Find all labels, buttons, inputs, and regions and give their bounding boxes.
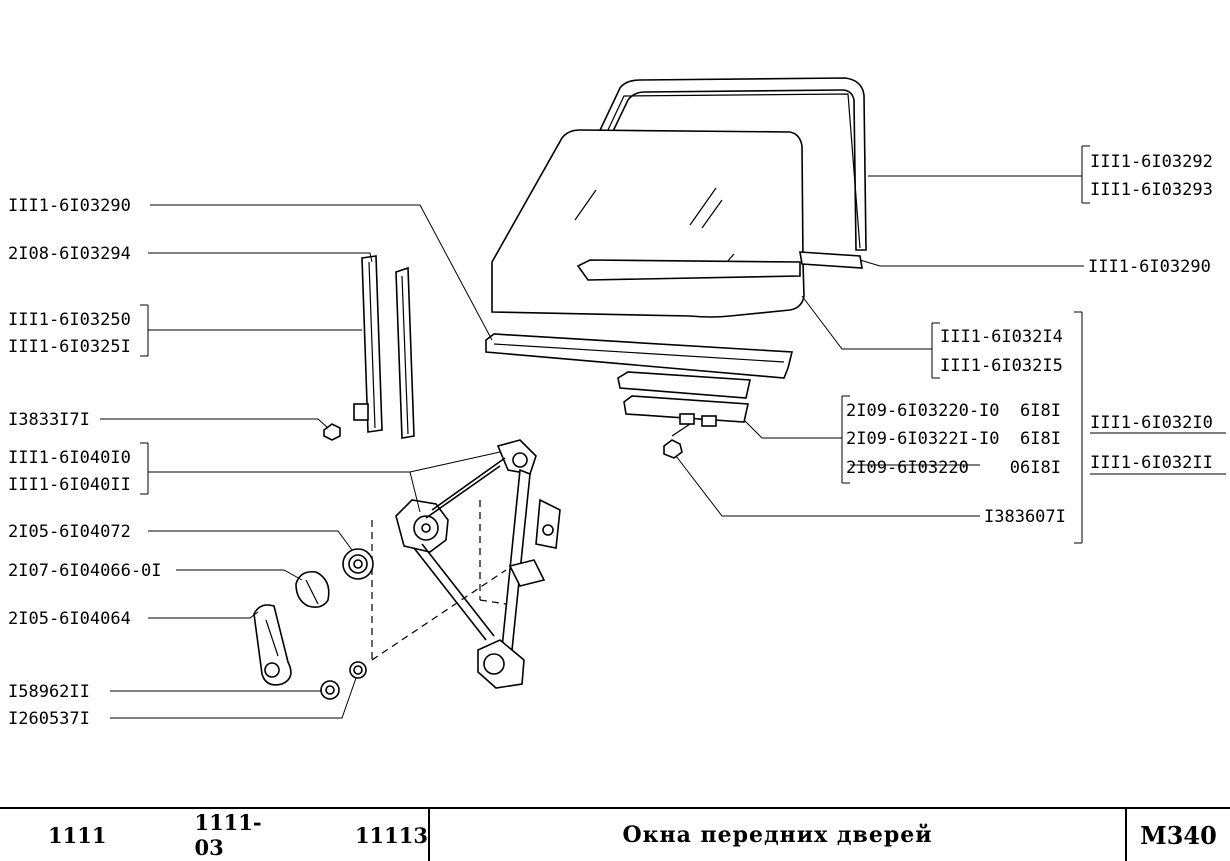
part-number-label: I3833I7I: [8, 410, 90, 430]
handle-socket: [295, 570, 330, 608]
page-code: М340: [1125, 809, 1230, 861]
window-regulator: [371, 439, 561, 689]
glass-inner-strip: [576, 259, 801, 281]
outer-window-seal: [799, 251, 863, 269]
door-glass: [491, 129, 805, 318]
part-number-label: 2I09-6I03220 06I8I: [846, 458, 1061, 478]
part-number-label: III1-6I03292: [1090, 152, 1213, 172]
parts-diagram: III1-6I03290 2I08-6I03294 III1-6I03250 I…: [8, 77, 1226, 729]
part-number-label: 2I07-6I04066-0I: [8, 561, 162, 581]
page-title: Окна передних дверей: [622, 822, 933, 848]
left-labels: III1-6I03290 2I08-6I03294 III1-6I03250 I…: [8, 196, 162, 729]
part-number-label: III1-6I040II: [8, 475, 131, 495]
part-number-label: III1-6I032I4: [940, 327, 1063, 347]
part-number-label: 2I05-6I04072: [8, 522, 131, 542]
leader-lines: [100, 145, 1226, 719]
model-label: 1111: [48, 822, 107, 848]
part-number-label: III1-6I032II: [1090, 453, 1213, 473]
glass-bracket: [617, 371, 751, 427]
part-number-label: III1-6I03293: [1090, 180, 1213, 200]
part-number-label: 2I09-6I0322I-I0 6I8I: [846, 429, 1061, 449]
part-number-label: III1-6I032I5: [940, 356, 1063, 376]
title-block: 1111 1111-03 11113 Окна передних дверей …: [0, 807, 1230, 861]
regulator-spring: [342, 548, 374, 580]
part-number-label: III1-6I040I0: [8, 448, 131, 468]
window-crank-handle: [253, 604, 292, 686]
model-label: 11113: [354, 822, 428, 848]
model-list: 1111 1111-03 11113: [0, 809, 430, 861]
part-number-label: 2I08-6I03294: [8, 244, 131, 264]
handle-nut: [320, 680, 340, 700]
part-number-label: I58962II: [8, 682, 90, 702]
part-number-label: III1-6I03250: [8, 310, 131, 330]
right-labels: III1-6I03292 III1-6I03293 III1-6I03290 I…: [846, 152, 1213, 527]
bracket-bolt: [663, 423, 691, 459]
part-number-label: III1-6I032I0: [1090, 413, 1213, 433]
glass-run-channels: [353, 255, 415, 439]
handle-washer: [349, 661, 367, 679]
part-number-label: I383607I: [984, 507, 1066, 527]
part-number-label: 2I09-6I03220-I0 6I8I: [846, 401, 1061, 421]
model-label: 1111-03: [194, 810, 262, 860]
part-number-label: III1-6I03290: [1088, 257, 1211, 277]
part-number-label: III1-6I03290: [8, 196, 131, 216]
inner-window-seal: [485, 333, 794, 379]
part-number-label: III1-6I0325I: [8, 337, 131, 357]
part-number-label: I260537I: [8, 709, 90, 729]
part-number-label: 2I05-6I04064: [8, 609, 131, 629]
